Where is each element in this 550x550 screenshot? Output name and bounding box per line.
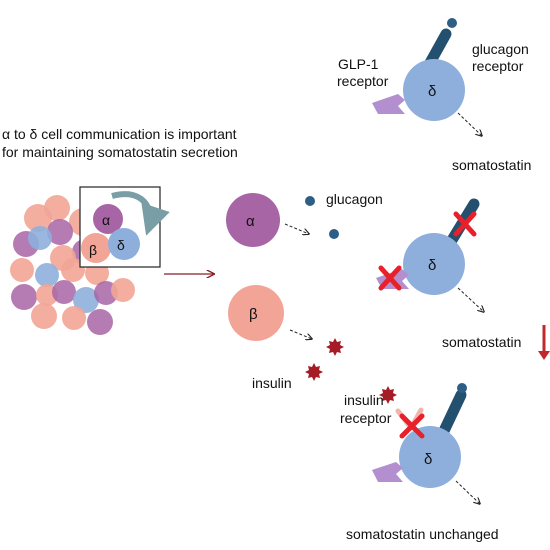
somatostatin-release-arrow [457, 287, 484, 312]
top-delta-panel: δ GLP-1 receptor glucagon receptor somat… [337, 18, 531, 173]
block-x-icon [378, 265, 402, 291]
delta-cell-label: δ [428, 257, 436, 274]
glp1-receptor-label-2: receptor [337, 73, 389, 89]
glucagon-molecule-icon [457, 383, 467, 393]
zoom-beta-cell [81, 233, 111, 263]
block-x-icon [399, 413, 425, 439]
glucagon-molecule-icon [305, 196, 315, 206]
somatostatin-label: somatostatin [452, 157, 531, 173]
decrease-arrowhead [538, 351, 550, 360]
glucagon-label: glucagon [326, 191, 383, 207]
zoom-alpha-label: α [102, 212, 110, 228]
insulin-release-arrow [289, 329, 312, 339]
alpha-cell-label: α [246, 213, 255, 230]
header-line-2: for maintaining somatostatin secretion [2, 144, 238, 160]
delta-cell [403, 233, 465, 295]
somatostatin-unchanged-label: somatostatin unchanged [346, 526, 499, 542]
insulin-receptor-label-2: receptor [340, 410, 392, 426]
beta-cell-label: β [249, 306, 258, 323]
insulin-molecule-icon [326, 338, 344, 356]
somatostatin-label: somatostatin [442, 334, 521, 350]
beta-cell [228, 285, 284, 341]
delta-cell-label: δ [424, 451, 432, 468]
delta-cell [403, 59, 465, 121]
delta-cell [399, 426, 461, 488]
glucagon-molecule-icon [447, 18, 457, 28]
glucagon-receptor-label-1: glucagon [472, 41, 529, 57]
insulin-label: insulin [252, 375, 292, 391]
glucagon-receptor-label-2: receptor [472, 58, 524, 74]
somatostatin-release-arrow [455, 480, 480, 504]
bottom-delta-panel: δ insulin receptor somatostatin unchange… [340, 383, 499, 542]
zoom-beta-label: β [89, 242, 97, 258]
glucagon-release-arrow [284, 223, 309, 234]
islet-cluster [10, 195, 135, 335]
header-line-1: α to δ cell communication is important [2, 126, 237, 142]
block-x-icon [453, 211, 477, 237]
insulin-receptor-label-1: insulin [344, 392, 384, 408]
insulin-molecule-icon [305, 363, 323, 381]
zoom-alpha-cell [93, 204, 123, 234]
zoom-delta-cell [108, 228, 140, 260]
middle-delta-panel: δ somatostatin [376, 198, 550, 360]
alpha-to-delta-curved-arrow [111, 191, 170, 236]
delta-cell-label: δ [428, 83, 436, 100]
glucagon-receptor-icon [437, 389, 467, 439]
glp1-receptor-icon [372, 94, 405, 114]
insulin-molecule-icon [379, 386, 397, 404]
somatostatin-release-arrow [457, 112, 482, 136]
zoom-delta-label: δ [117, 237, 125, 253]
glp1-receptor-icon [372, 462, 403, 482]
glp1-receptor-label-1: GLP-1 [338, 56, 379, 72]
glucagon-molecule-icon [329, 229, 339, 239]
alpha-cell [226, 193, 280, 247]
